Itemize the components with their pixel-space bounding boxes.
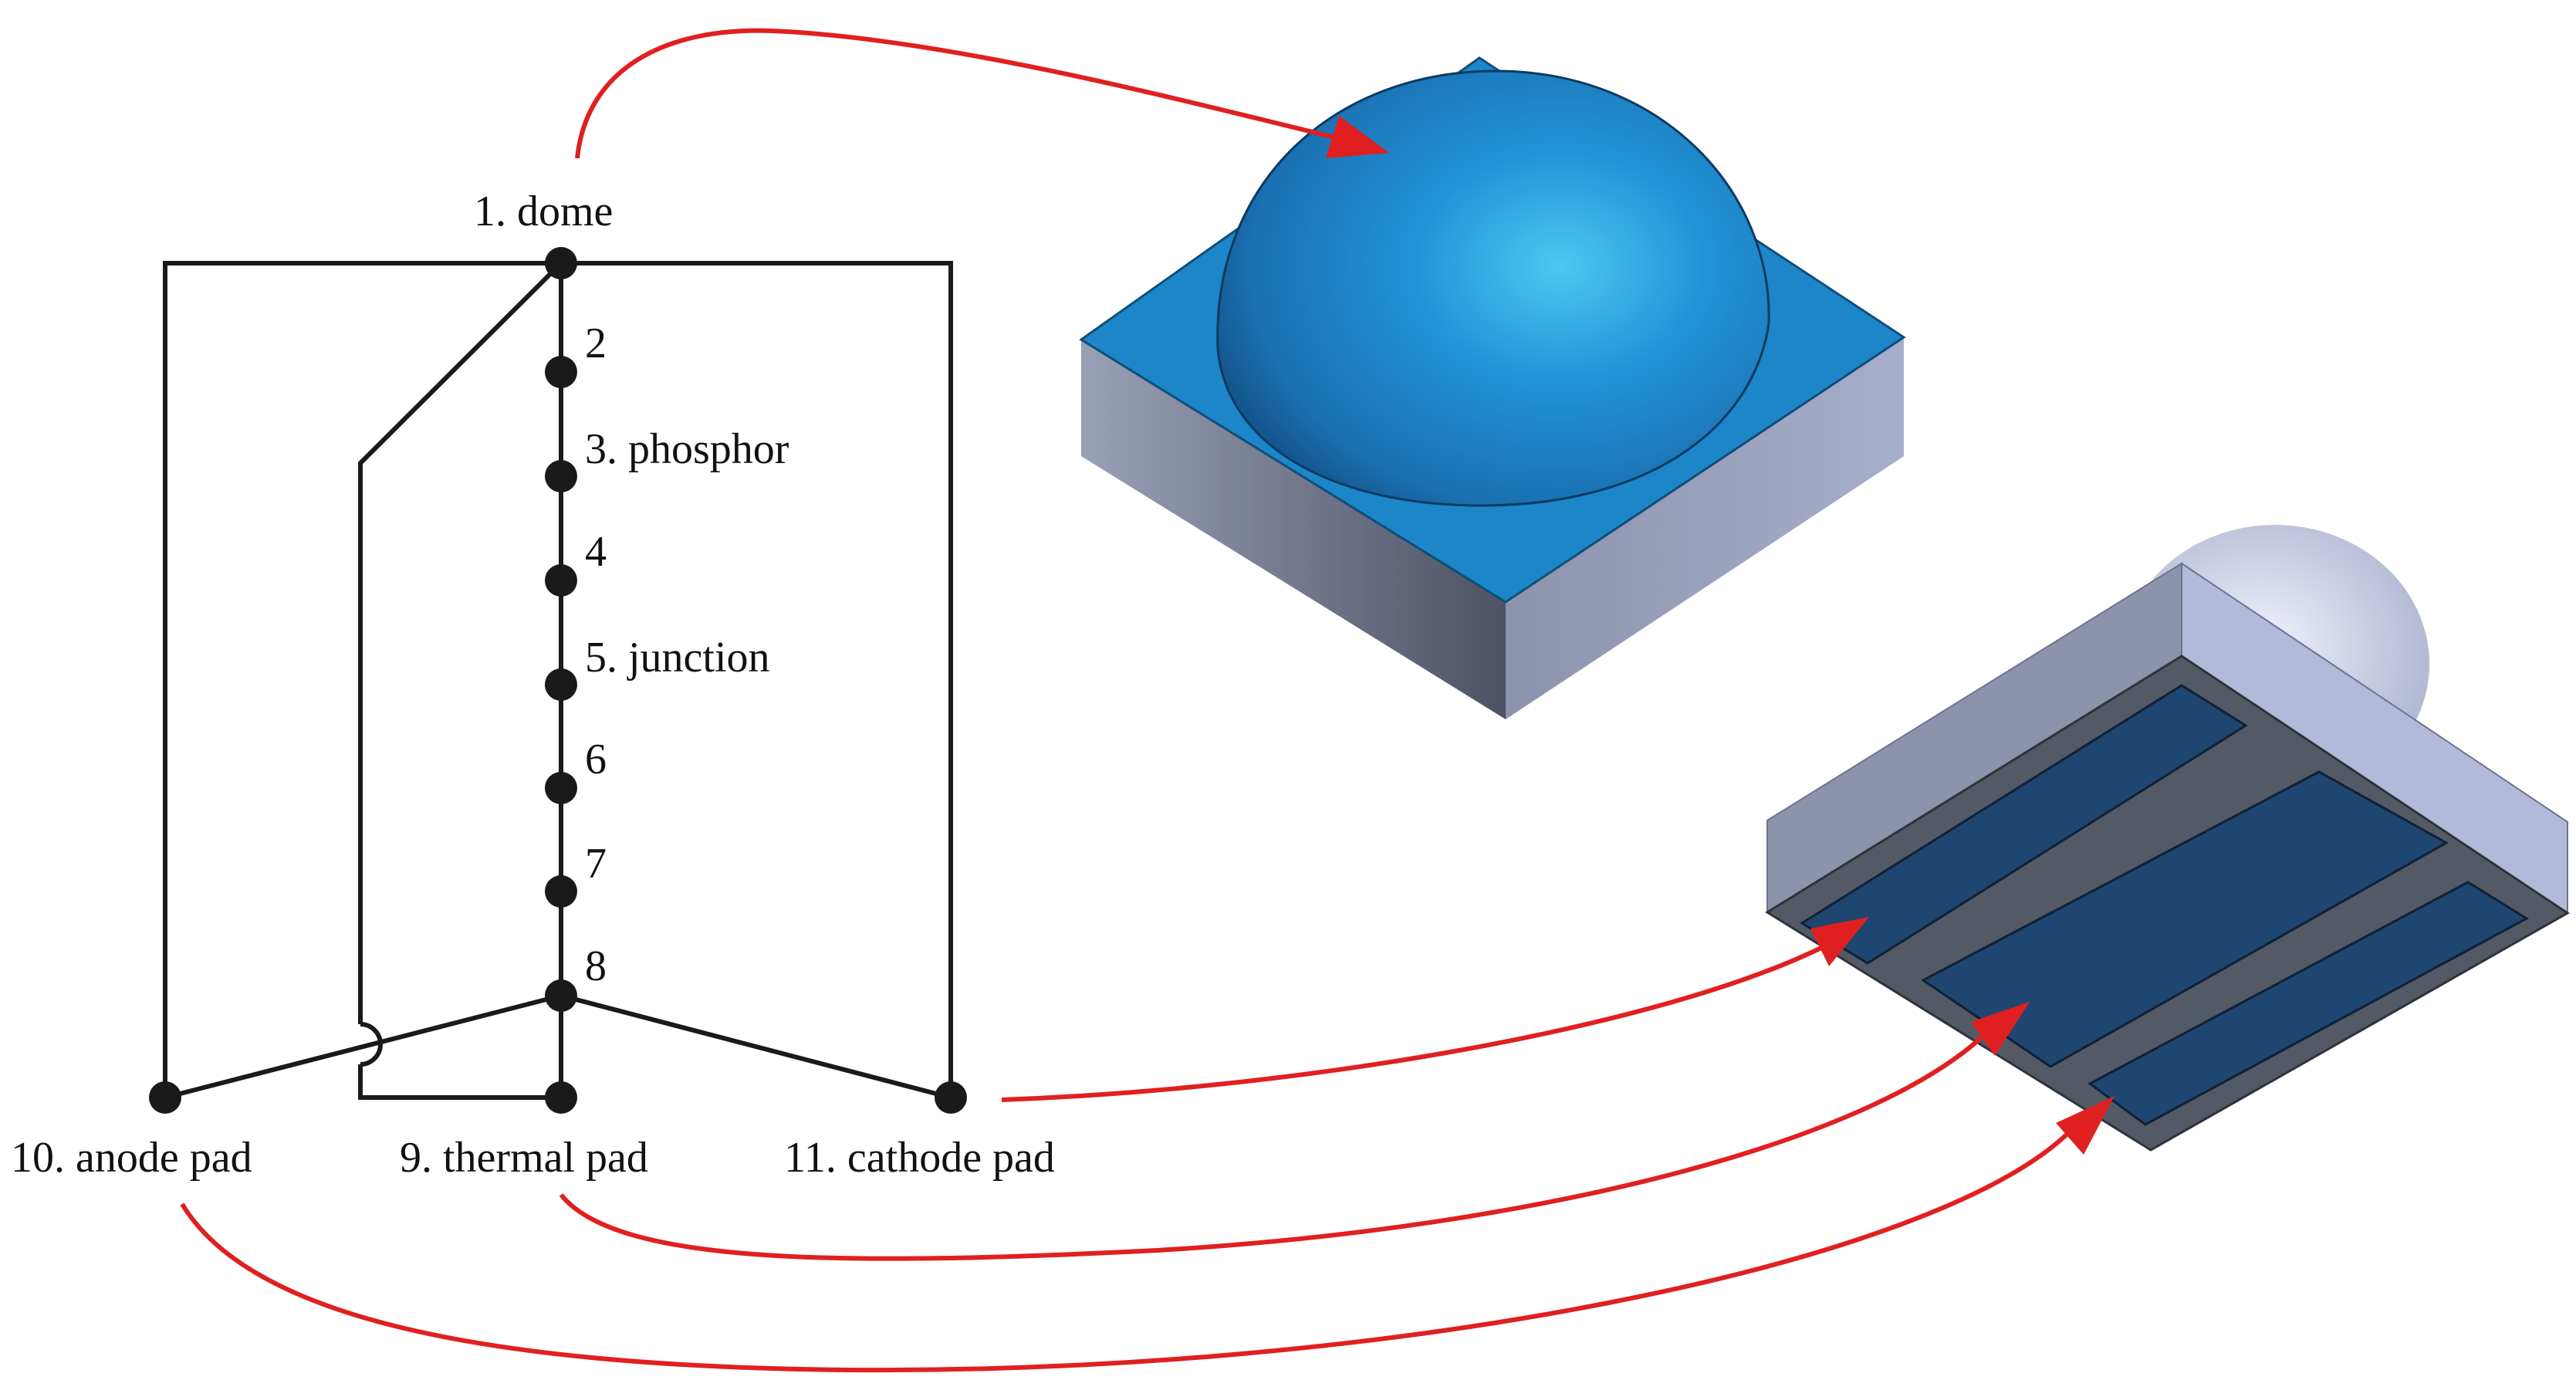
arrow-dome <box>575 28 1336 159</box>
arrow-thermal <box>559 1033 1986 1261</box>
anode-wire-left <box>163 261 561 1098</box>
node-3 <box>545 460 577 492</box>
arrow-cathode <box>1001 945 1823 1102</box>
node-11 <box>935 1081 967 1114</box>
arrow-cathode-head <box>1810 917 1869 966</box>
label-node-7: 7 <box>585 840 607 888</box>
label-dome: 1. dome <box>474 188 613 235</box>
led-top-view <box>1079 56 1906 719</box>
label-anode-pad: 10. anode pad <box>11 1134 252 1182</box>
substrate-right-side <box>1506 337 1904 719</box>
arrow-thermal-head <box>1971 1002 2030 1056</box>
wire-8-to-10 <box>164 993 562 1100</box>
label-thermal-pad: 9. thermal pad <box>400 1134 648 1182</box>
label-phosphor: 3. phosphor <box>585 425 789 473</box>
mapping-arrows <box>180 28 2115 1373</box>
node-8 <box>545 979 577 1012</box>
bypass-wire-bottom <box>358 1064 561 1100</box>
label-node-2: 2 <box>585 320 607 367</box>
label-junction: 5. junction <box>585 634 770 682</box>
dome <box>1216 69 1770 507</box>
label-cathode-pad: 11. cathode pad <box>784 1134 1055 1182</box>
label-node-8: 8 <box>585 942 607 990</box>
anode-pad <box>1800 684 2248 965</box>
bypass-wire <box>358 261 563 1024</box>
node-9 <box>545 1081 577 1114</box>
node-2 <box>545 356 577 388</box>
led-bottom-view <box>1765 525 2570 1152</box>
substrate-left-side <box>1081 340 1506 719</box>
cathode-pad <box>2088 881 2529 1126</box>
arrow-anode <box>180 1131 2071 1373</box>
node-7 <box>545 875 577 908</box>
cathode-wire-right <box>561 261 953 1098</box>
label-node-6: 6 <box>585 736 607 783</box>
node-6 <box>545 772 577 804</box>
wire-8-to-11 <box>560 993 952 1100</box>
node-10 <box>149 1081 181 1114</box>
arrow-dome-head <box>1326 116 1389 158</box>
node-5 <box>545 668 577 701</box>
node-1 <box>545 247 577 279</box>
thermal-pad <box>1921 770 2449 1068</box>
arrow-anode-head <box>2056 1096 2115 1155</box>
label-node-4: 4 <box>585 528 607 576</box>
node-4 <box>545 564 577 597</box>
thermal-network: 1. dome 2 3. phosphor 4 5. junction 6 7 … <box>11 188 1055 1182</box>
